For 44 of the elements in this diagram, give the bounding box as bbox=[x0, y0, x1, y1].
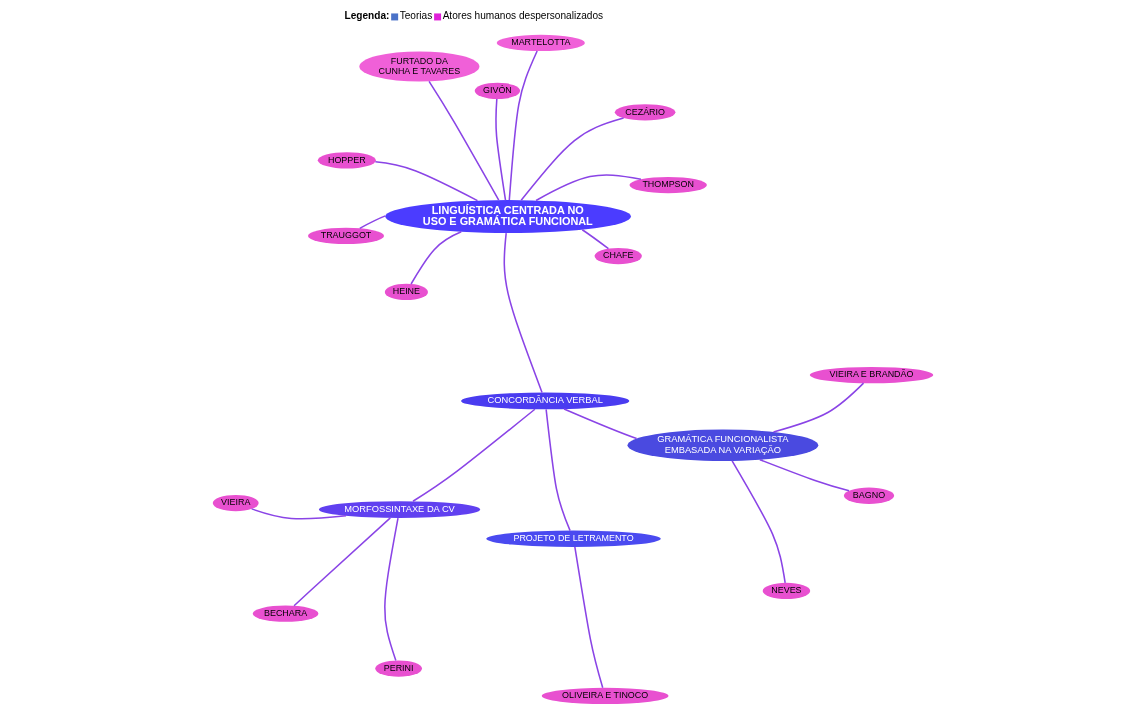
node-ellipse: CONCORDÂNCIA VERBAL bbox=[461, 392, 630, 410]
connector bbox=[563, 408, 638, 440]
connector bbox=[250, 508, 347, 520]
connector bbox=[581, 228, 610, 250]
node-ellipse: HOPPER bbox=[317, 152, 376, 169]
connector bbox=[545, 408, 571, 532]
connector bbox=[508, 50, 538, 201]
connector bbox=[374, 161, 479, 202]
node-ellipse: PERINI bbox=[375, 660, 422, 677]
node-ellipse: LINGUÍSTICA CENTRADA NO USO E GRAMÁTICA FUNCIONAL bbox=[385, 200, 631, 234]
connector bbox=[428, 80, 500, 201]
connector bbox=[293, 517, 392, 607]
node-ellipse: TRAUGGOT bbox=[307, 227, 385, 245]
node-ellipse: VIEIRA bbox=[212, 494, 259, 512]
node-ellipse: GIVÓN bbox=[474, 82, 521, 99]
legend-label: Teorias bbox=[399, 10, 433, 22]
legend-label: Atores humanos despersonalizados bbox=[442, 10, 604, 22]
connector bbox=[574, 546, 604, 689]
node-ellipse: FURTADO DA CUNHA E TAVARES bbox=[359, 51, 480, 82]
connector bbox=[535, 174, 642, 202]
connector bbox=[412, 408, 536, 503]
connector bbox=[503, 232, 543, 394]
connector bbox=[410, 231, 463, 285]
node-ellipse: NEVES bbox=[762, 582, 811, 600]
connector bbox=[731, 460, 786, 584]
node-ellipse: THOMPSON bbox=[629, 176, 707, 194]
connector bbox=[520, 117, 625, 201]
connector bbox=[759, 458, 850, 492]
node-ellipse: BECHARA bbox=[252, 605, 319, 622]
node-ellipse: PROJETO DE LETRAMENTO bbox=[486, 530, 661, 547]
connector bbox=[495, 98, 507, 201]
node-ellipse: GRAMÁTICA FUNCIONALISTA EMBASADA NA VARIAÇÃO bbox=[627, 429, 819, 461]
connector bbox=[772, 382, 865, 433]
node-ellipse: CHAFE bbox=[594, 247, 642, 265]
node-ellipse: HEINE bbox=[384, 283, 428, 301]
node-ellipse: VIEIRA E BRANDÃO bbox=[809, 366, 934, 384]
label: Legenda: bbox=[344, 10, 390, 22]
node-ellipse: OLIVEIRA E TINOCO bbox=[541, 687, 669, 705]
connector bbox=[359, 215, 387, 230]
node-ellipse: CEZÁRIO bbox=[614, 104, 676, 121]
node-ellipse: MORFOSSINTAXE DA CV bbox=[318, 501, 481, 518]
node-ellipse: BAGNO bbox=[843, 487, 895, 504]
connector bbox=[384, 517, 399, 662]
node-ellipse: MARTELOTTA bbox=[496, 34, 585, 52]
